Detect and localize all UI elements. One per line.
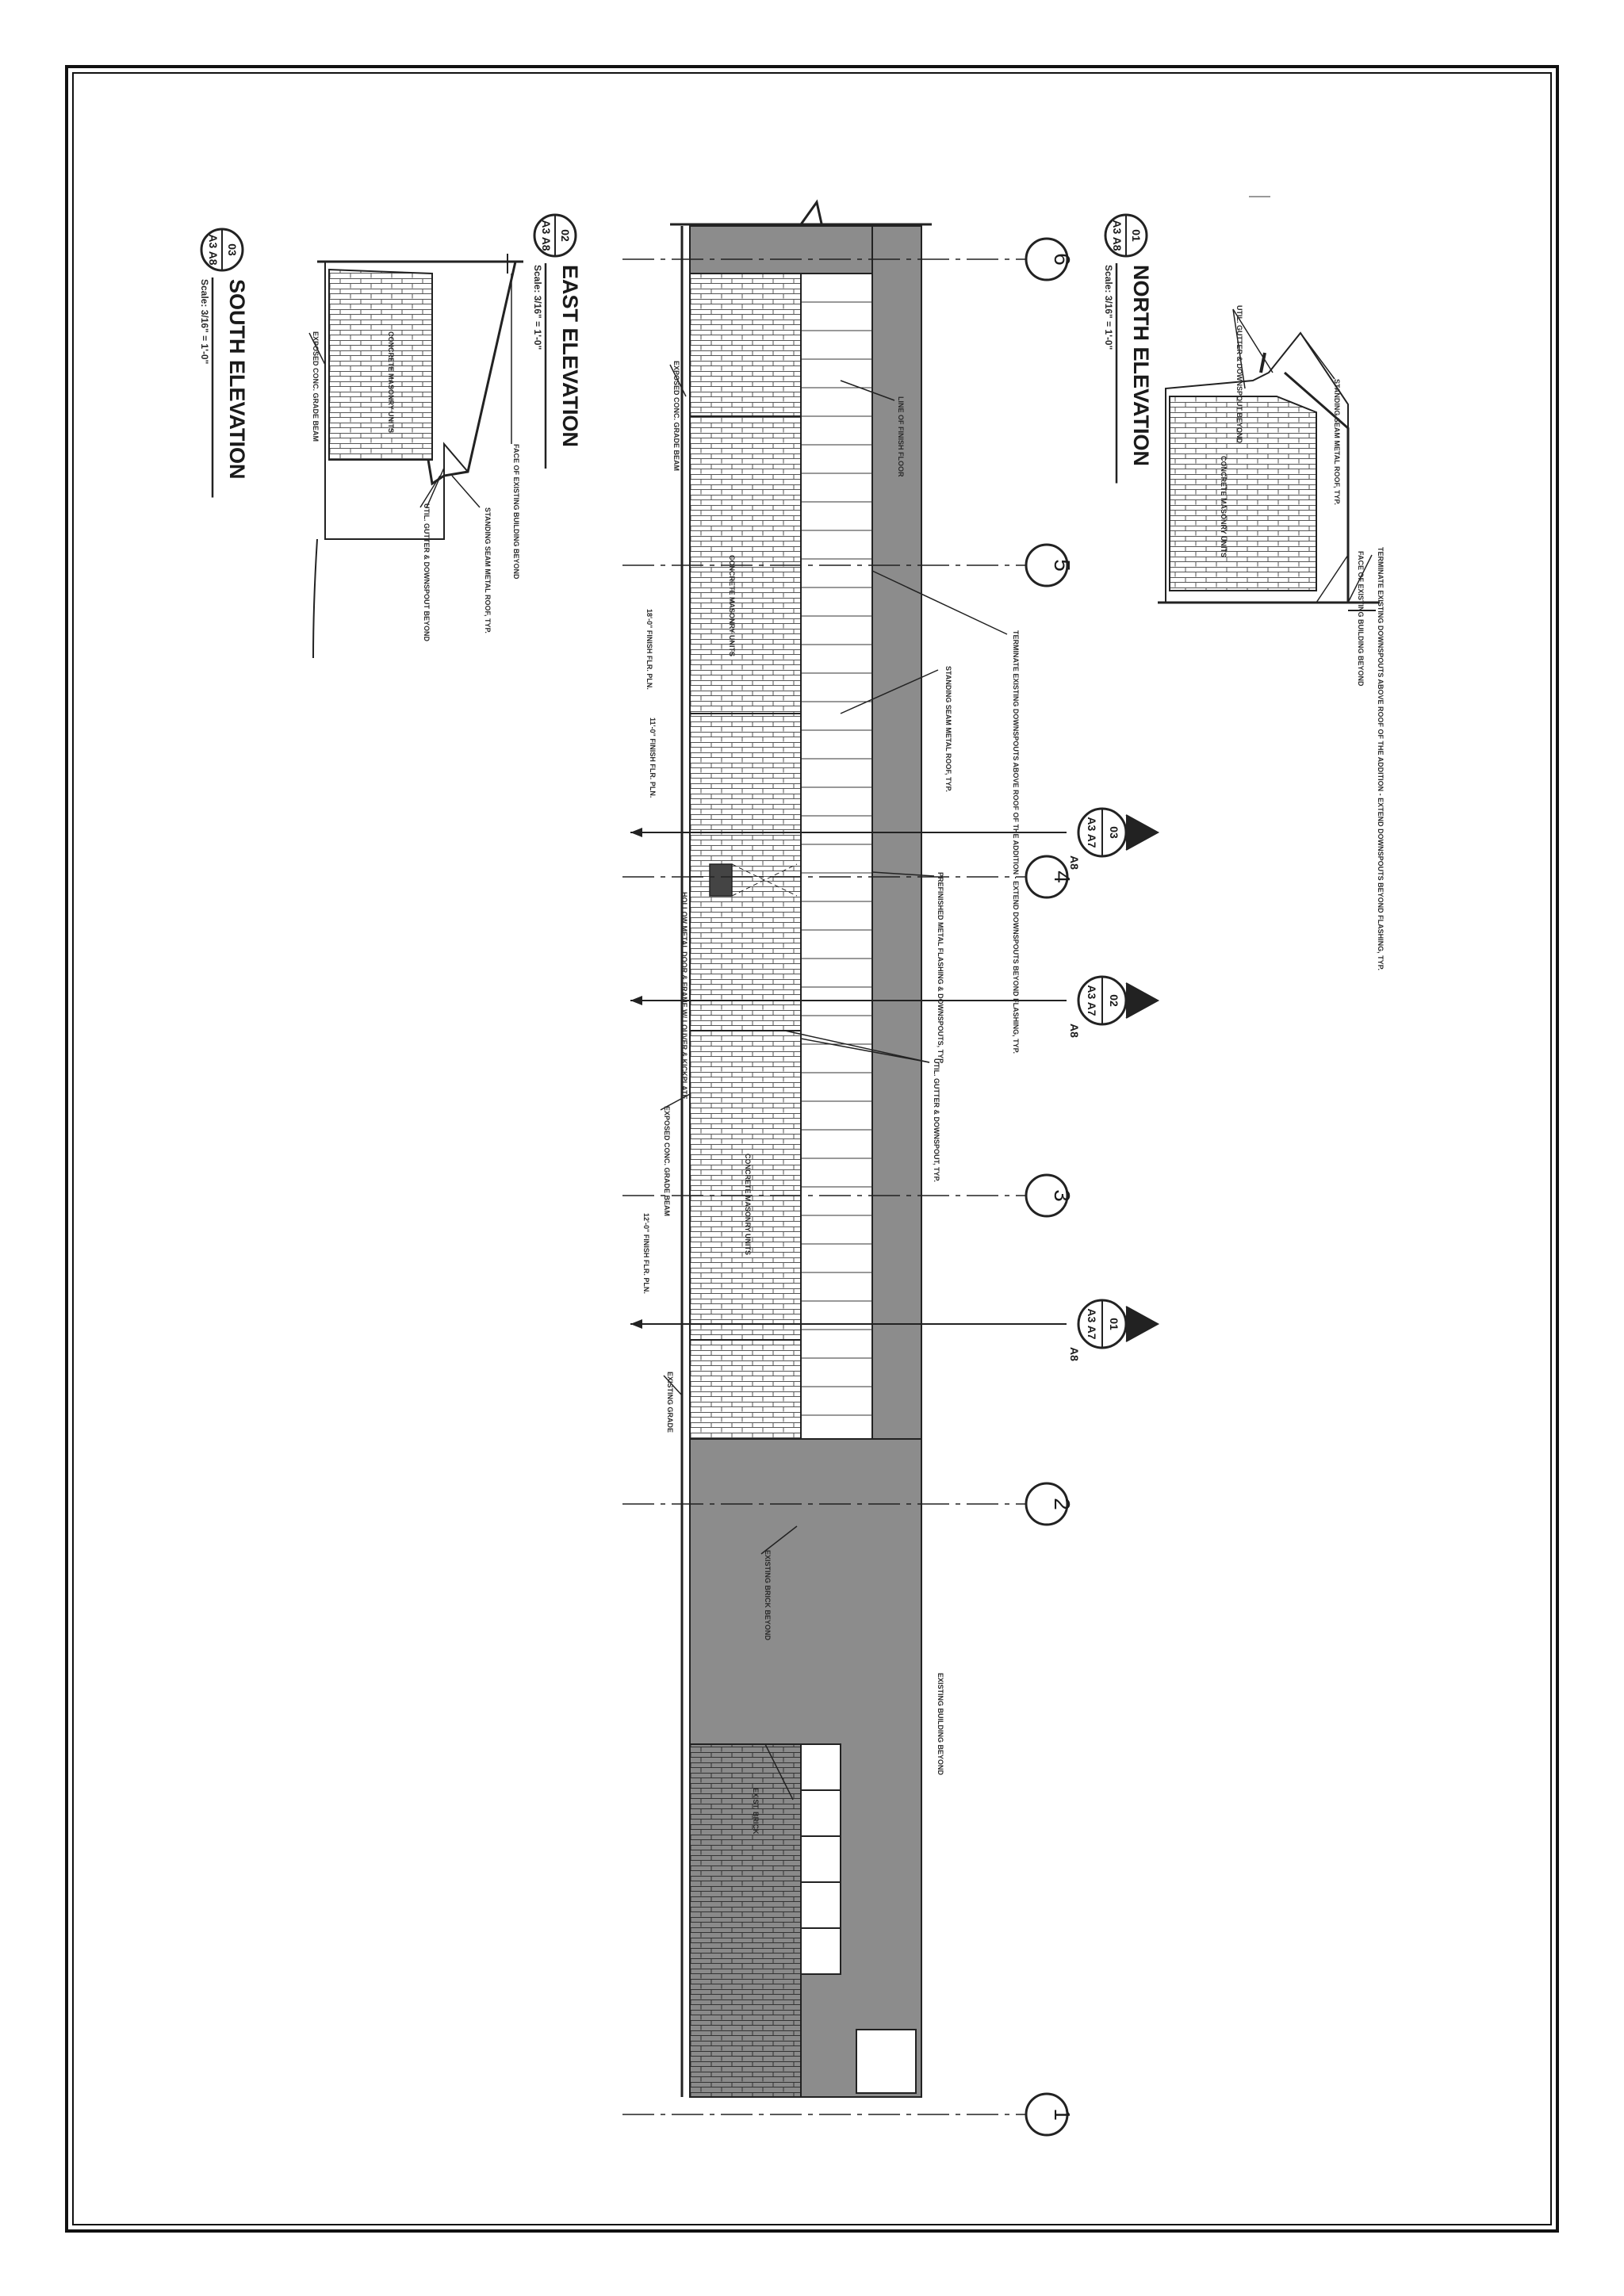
section-side-01: A8 xyxy=(1068,1347,1081,1361)
note-east-3: CONCRETE MASONRY UNITS xyxy=(728,555,736,656)
grid-label-4: 4 xyxy=(1050,871,1074,883)
view-title-east: EAST ELEVATION xyxy=(558,265,582,447)
section-number-02: 02 xyxy=(1108,994,1120,1007)
note-east-11: CONCRETE MASONRY UNITS xyxy=(744,1154,752,1255)
note-south-1: FACE OF EXISTING BUILDING BEYOND xyxy=(512,444,520,580)
note-north-4: CONCRETE MASONRY UNITS xyxy=(1220,456,1228,557)
door-swing-line-2 xyxy=(731,863,798,897)
section-ref-01: A3 A7 xyxy=(1086,1308,1098,1339)
north-elevation-drawing xyxy=(1158,196,1380,611)
view-scale-north: Scale: 3/16" = 1'-0" xyxy=(1103,265,1114,350)
section-side-03: A8 xyxy=(1068,855,1081,870)
note-south-4: EXPOSED CONC. GRADE BEAM xyxy=(312,331,320,442)
view-number-east: 02 xyxy=(559,229,572,242)
section-number-01: 01 xyxy=(1108,1318,1120,1330)
view-sheet-ref-south: A3 A8 xyxy=(207,234,220,265)
title-block-south: 03 A3 A8 SOUTH ELEVATION Scale: 3/16" = 1'-… xyxy=(199,228,249,498)
section-ref-02: A3 A7 xyxy=(1086,985,1098,1016)
note-east-9: PREFINISHED METAL FLASHING & DOWNSPOUTS,… xyxy=(936,872,944,1065)
sheet-border-outer xyxy=(65,65,1559,2233)
section-ref-03: A3 A7 xyxy=(1086,817,1098,848)
grid-lines: 1 2 3 4 5 6 xyxy=(622,237,1074,2137)
section-markers: 01 A3 A7 A8 02 A3 A7 A8 03 A3 A7 A8 xyxy=(630,807,1160,1361)
top-parapet-block xyxy=(689,225,873,274)
note-east-12: UTIL. GUTTER & DOWNSPOUT, TYP. xyxy=(933,1058,940,1182)
note-east-13: 12'-0" FINISH FLR. PLN. xyxy=(642,1213,650,1294)
note-north-2: STANDING SEAM METAL ROOF, TYP. xyxy=(1333,379,1341,505)
view-scale-south: Scale: 3/16" = 1'-0" xyxy=(199,279,210,364)
view-number-north: 01 xyxy=(1130,229,1143,242)
south-cmu xyxy=(328,268,433,461)
section-number-03: 03 xyxy=(1108,826,1120,839)
note-south-3: CONCRETE MASONRY UNITS xyxy=(387,331,395,433)
note-east-7: 11'-0" FINISH FLR. PLN. xyxy=(649,718,657,798)
note-leaders xyxy=(308,274,1373,1800)
existing-door xyxy=(856,2029,917,2094)
view-scale-east: Scale: 3/16" = 1'-0" xyxy=(532,265,543,350)
north-cmu xyxy=(1169,396,1317,591)
note-north-1: FACE OF EXISTING BUILDING BEYOND xyxy=(1357,551,1365,687)
note-east-17: EXIST. BRICK xyxy=(752,1788,760,1835)
note-north-3: UTIL. GUTTER & DOWNSPOUT BEYOND xyxy=(1235,305,1243,443)
title-block-east: 02 A3 A8 EAST ELEVATION Scale: 3/16" = 1'-0… xyxy=(532,213,582,469)
note-north-5: TERMINATE EXISTING DOWNSPOUTS ABOVE ROOF… xyxy=(1377,547,1385,970)
hollow-metal-door xyxy=(709,863,733,897)
view-number-south: 03 xyxy=(226,243,239,256)
existing-window-bank xyxy=(800,1743,841,1975)
standing-seam-roof xyxy=(800,273,873,1440)
sheet-border-inner xyxy=(72,72,1552,2225)
grid-label-1: 1 xyxy=(1050,2108,1074,2121)
grid-bubble-5 xyxy=(1025,543,1069,587)
note-east-4: 18'-0" FINISH FLR. PLN. xyxy=(645,609,653,690)
note-east-8: HOLLOW METAL DOOR & FRAME W/ LOUVER & KI… xyxy=(680,892,688,1099)
existing-window-mullions xyxy=(801,1789,841,1929)
note-east-2: EXPOSED CONC. GRADE BEAM xyxy=(672,361,680,471)
grid-bubble-3 xyxy=(1025,1173,1069,1218)
grid-label-3: 3 xyxy=(1050,1189,1074,1202)
note-south-5: UTIL. GUTTER & DOWNSPOUT BEYOND xyxy=(423,503,431,641)
south-elevation-drawing xyxy=(312,254,523,659)
view-sheet-ref-north: A3 A8 xyxy=(1111,220,1124,251)
east-elevation-drawing xyxy=(670,199,932,2098)
view-title-north: NORTH ELEVATION xyxy=(1129,265,1153,466)
note-east-16: EXISTING BUILDING BEYOND xyxy=(936,1673,944,1776)
note-east-15: EXISTING BRICK BEYOND xyxy=(764,1550,772,1641)
grid-bubble-4 xyxy=(1025,855,1069,899)
roof-seams xyxy=(801,301,872,1416)
view-title-south: SOUTH ELEVATION xyxy=(225,279,249,480)
note-east-1: LINE OF FINISH FLOOR xyxy=(897,396,905,477)
note-south-2: STANDING SEAM METAL ROOF, TYP. xyxy=(484,507,492,633)
cmu-wall xyxy=(689,273,802,1440)
grid-bubble-6 xyxy=(1025,237,1069,281)
grid-label-2: 2 xyxy=(1050,1498,1074,1510)
title-block-north: 01 A3 A8 NORTH ELEVATION Scale: 3/16" = 1'-… xyxy=(1103,213,1153,484)
note-east-14: EXISTING GRADE xyxy=(666,1372,674,1433)
notes-layer: FACE OF EXISTING BUILDING BEYOND STANDING… xyxy=(312,305,1385,1835)
cmu-panel-dividers xyxy=(690,415,801,1341)
grid-label-6: 6 xyxy=(1050,253,1074,266)
view-titles: 01 A3 A8 NORTH ELEVATION Scale: 3/16" = 1'-… xyxy=(199,213,1153,498)
grid-bubble-1 xyxy=(1025,2092,1069,2137)
note-east-5: STANDING SEAM METAL ROOF, TYP. xyxy=(944,666,952,792)
note-east-10: EXPOSED CONC. GRADE BEAM xyxy=(663,1106,671,1216)
existing-brick xyxy=(689,1743,802,2098)
grid-bubble-2 xyxy=(1025,1482,1069,1526)
view-sheet-ref-east: A3 A8 xyxy=(540,220,553,251)
note-east-6: TERMINATE EXISTING DOWNSPOUTS ABOVE ROOF… xyxy=(1012,630,1020,1054)
section-side-02: A8 xyxy=(1068,1024,1081,1038)
grid-label-5: 5 xyxy=(1050,559,1074,572)
